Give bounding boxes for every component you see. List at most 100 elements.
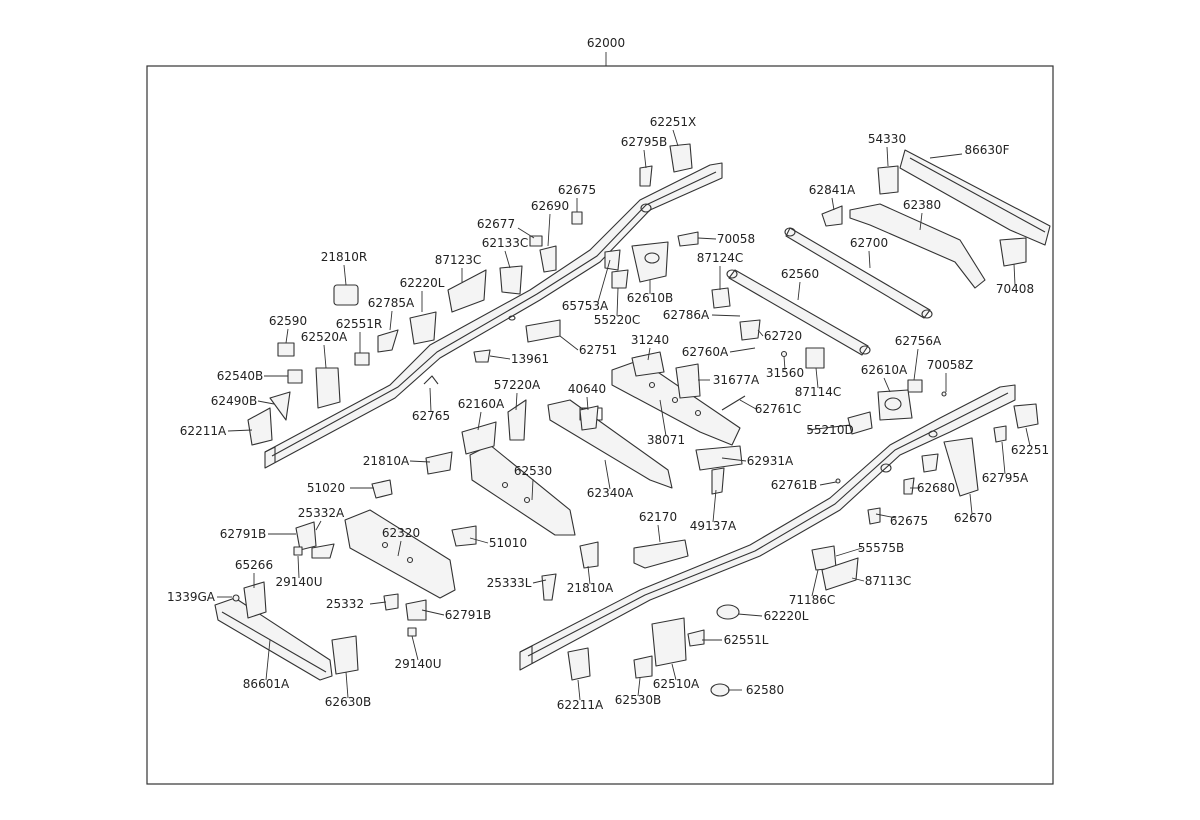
callout-leader [559,335,579,351]
part-callout-label: 62841A [809,183,856,197]
part-callout-label: 62540B [217,369,263,383]
part-callout-label: 62680 [917,481,955,495]
part-callout-label: 49137A [690,519,737,533]
part-callout-label: 62520A [301,330,348,344]
callout-leader [227,429,253,432]
callout-leader [517,227,535,239]
callout-leader [875,513,897,519]
part-callout-label: 87123C [435,253,482,267]
part-callout-label: 62530 [514,464,552,478]
part-callout-label: 62670 [954,511,992,525]
part-callout-label: 86601A [243,677,290,691]
part-callout-label: 1339GA [167,590,216,604]
callout-leader [587,565,591,585]
callout-leader [345,671,349,699]
part-callout-label: 29140U [276,575,323,589]
part-callout-label: 62340A [587,486,634,500]
callout-leader [697,237,717,240]
callout-leader [797,281,801,301]
part-callout-label: 62756A [895,334,942,348]
part-callout-label: 62720 [764,329,802,343]
assembly-number-label: 62000 [587,36,625,50]
front-bumper-beam [214,597,333,681]
callout-leader [883,377,891,393]
callout-leader [531,478,534,501]
part-callout-label: 62690 [531,199,569,213]
callout-leader [577,679,581,701]
callout-leader [616,287,619,317]
left-frame-rail [264,162,723,469]
part-callout-label: 40640 [568,382,606,396]
crossmember-62320 [344,509,456,599]
part-callout-label: 13961 [511,352,549,366]
callout-leader [489,355,511,360]
callout-leader [515,392,518,411]
callout-leader [265,639,271,681]
callout-leader [285,328,289,344]
callout-leader [469,537,489,544]
callout-leader [739,399,757,410]
part-callout-label: 25332 [326,597,364,611]
tube-62560 [726,269,871,356]
part-callout-label: 55575B [858,541,904,555]
part-callout-label: 55220C [594,313,641,327]
callout-leader [913,348,919,381]
part-callout-label: 62160A [458,397,505,411]
callout-leader [831,197,835,211]
callout-leader [757,329,764,337]
callout-leader [315,520,322,531]
part-callout-label: 62251 [1011,443,1049,457]
part-callout-label: 31560 [766,366,804,380]
callout-leader [711,314,741,317]
part-callout-label: 62610A [861,363,908,377]
callout-leader [1013,263,1016,286]
part-callout-label: 62931A [747,454,794,468]
part-callout-label: 62761C [755,402,802,416]
callout-leader [929,153,963,159]
part-callout-label: 62675 [558,183,596,197]
callout-leader [343,264,347,286]
part-callout-label: 62630B [325,695,371,709]
part-callout-label: 62133C [482,236,529,250]
part-callout-label: 65266 [235,558,273,572]
part-callout-label: 62560 [781,267,819,281]
crossmember-62530 [469,444,576,536]
part-callout-label: 62760A [682,345,729,359]
part-callout-label: 62761B [771,478,817,492]
part-callout-label: 57220A [494,378,541,392]
callout-leader [721,457,747,462]
callout-leader [807,424,851,431]
callout-leader [643,149,647,169]
part-callout-label: 62590 [269,314,307,328]
part-callout-label: 62530B [615,693,661,707]
part-callout-label: 62170 [639,510,677,524]
part-callout-label: 62510A [653,677,700,691]
part-callout-label: 62610B [627,291,673,305]
part-callout-label: 62320 [382,526,420,540]
part-callout-label: 62211A [557,698,604,712]
part-callout-label: 62551R [336,317,383,331]
part-callout-label: 62220L [400,276,445,290]
part-callout-label: 25333L [487,576,532,590]
part-callout-label: 62786A [663,308,710,322]
bracket-62170 [633,539,689,569]
small-parts [232,143,1039,697]
callout-leader [409,460,431,463]
callout-leader [811,569,819,597]
callout-leader [297,555,300,579]
part-callout-label: 51020 [307,481,345,495]
callout-leader [504,250,511,269]
callout-leader [477,411,482,431]
part-callout-label: 86630F [964,143,1009,157]
part-callout-label: 62791B [220,527,266,541]
part-callout-label: 71186C [789,593,836,607]
callout-leader [835,547,863,557]
callout-leader [389,310,393,331]
part-callout-label: 62791B [445,608,491,622]
part-callout-label: 62675 [890,514,928,528]
callout-leader [737,613,763,617]
part-callout-label: 62677 [477,217,515,231]
callout-leader [637,677,641,697]
part-callout-label: 62551L [724,633,769,647]
